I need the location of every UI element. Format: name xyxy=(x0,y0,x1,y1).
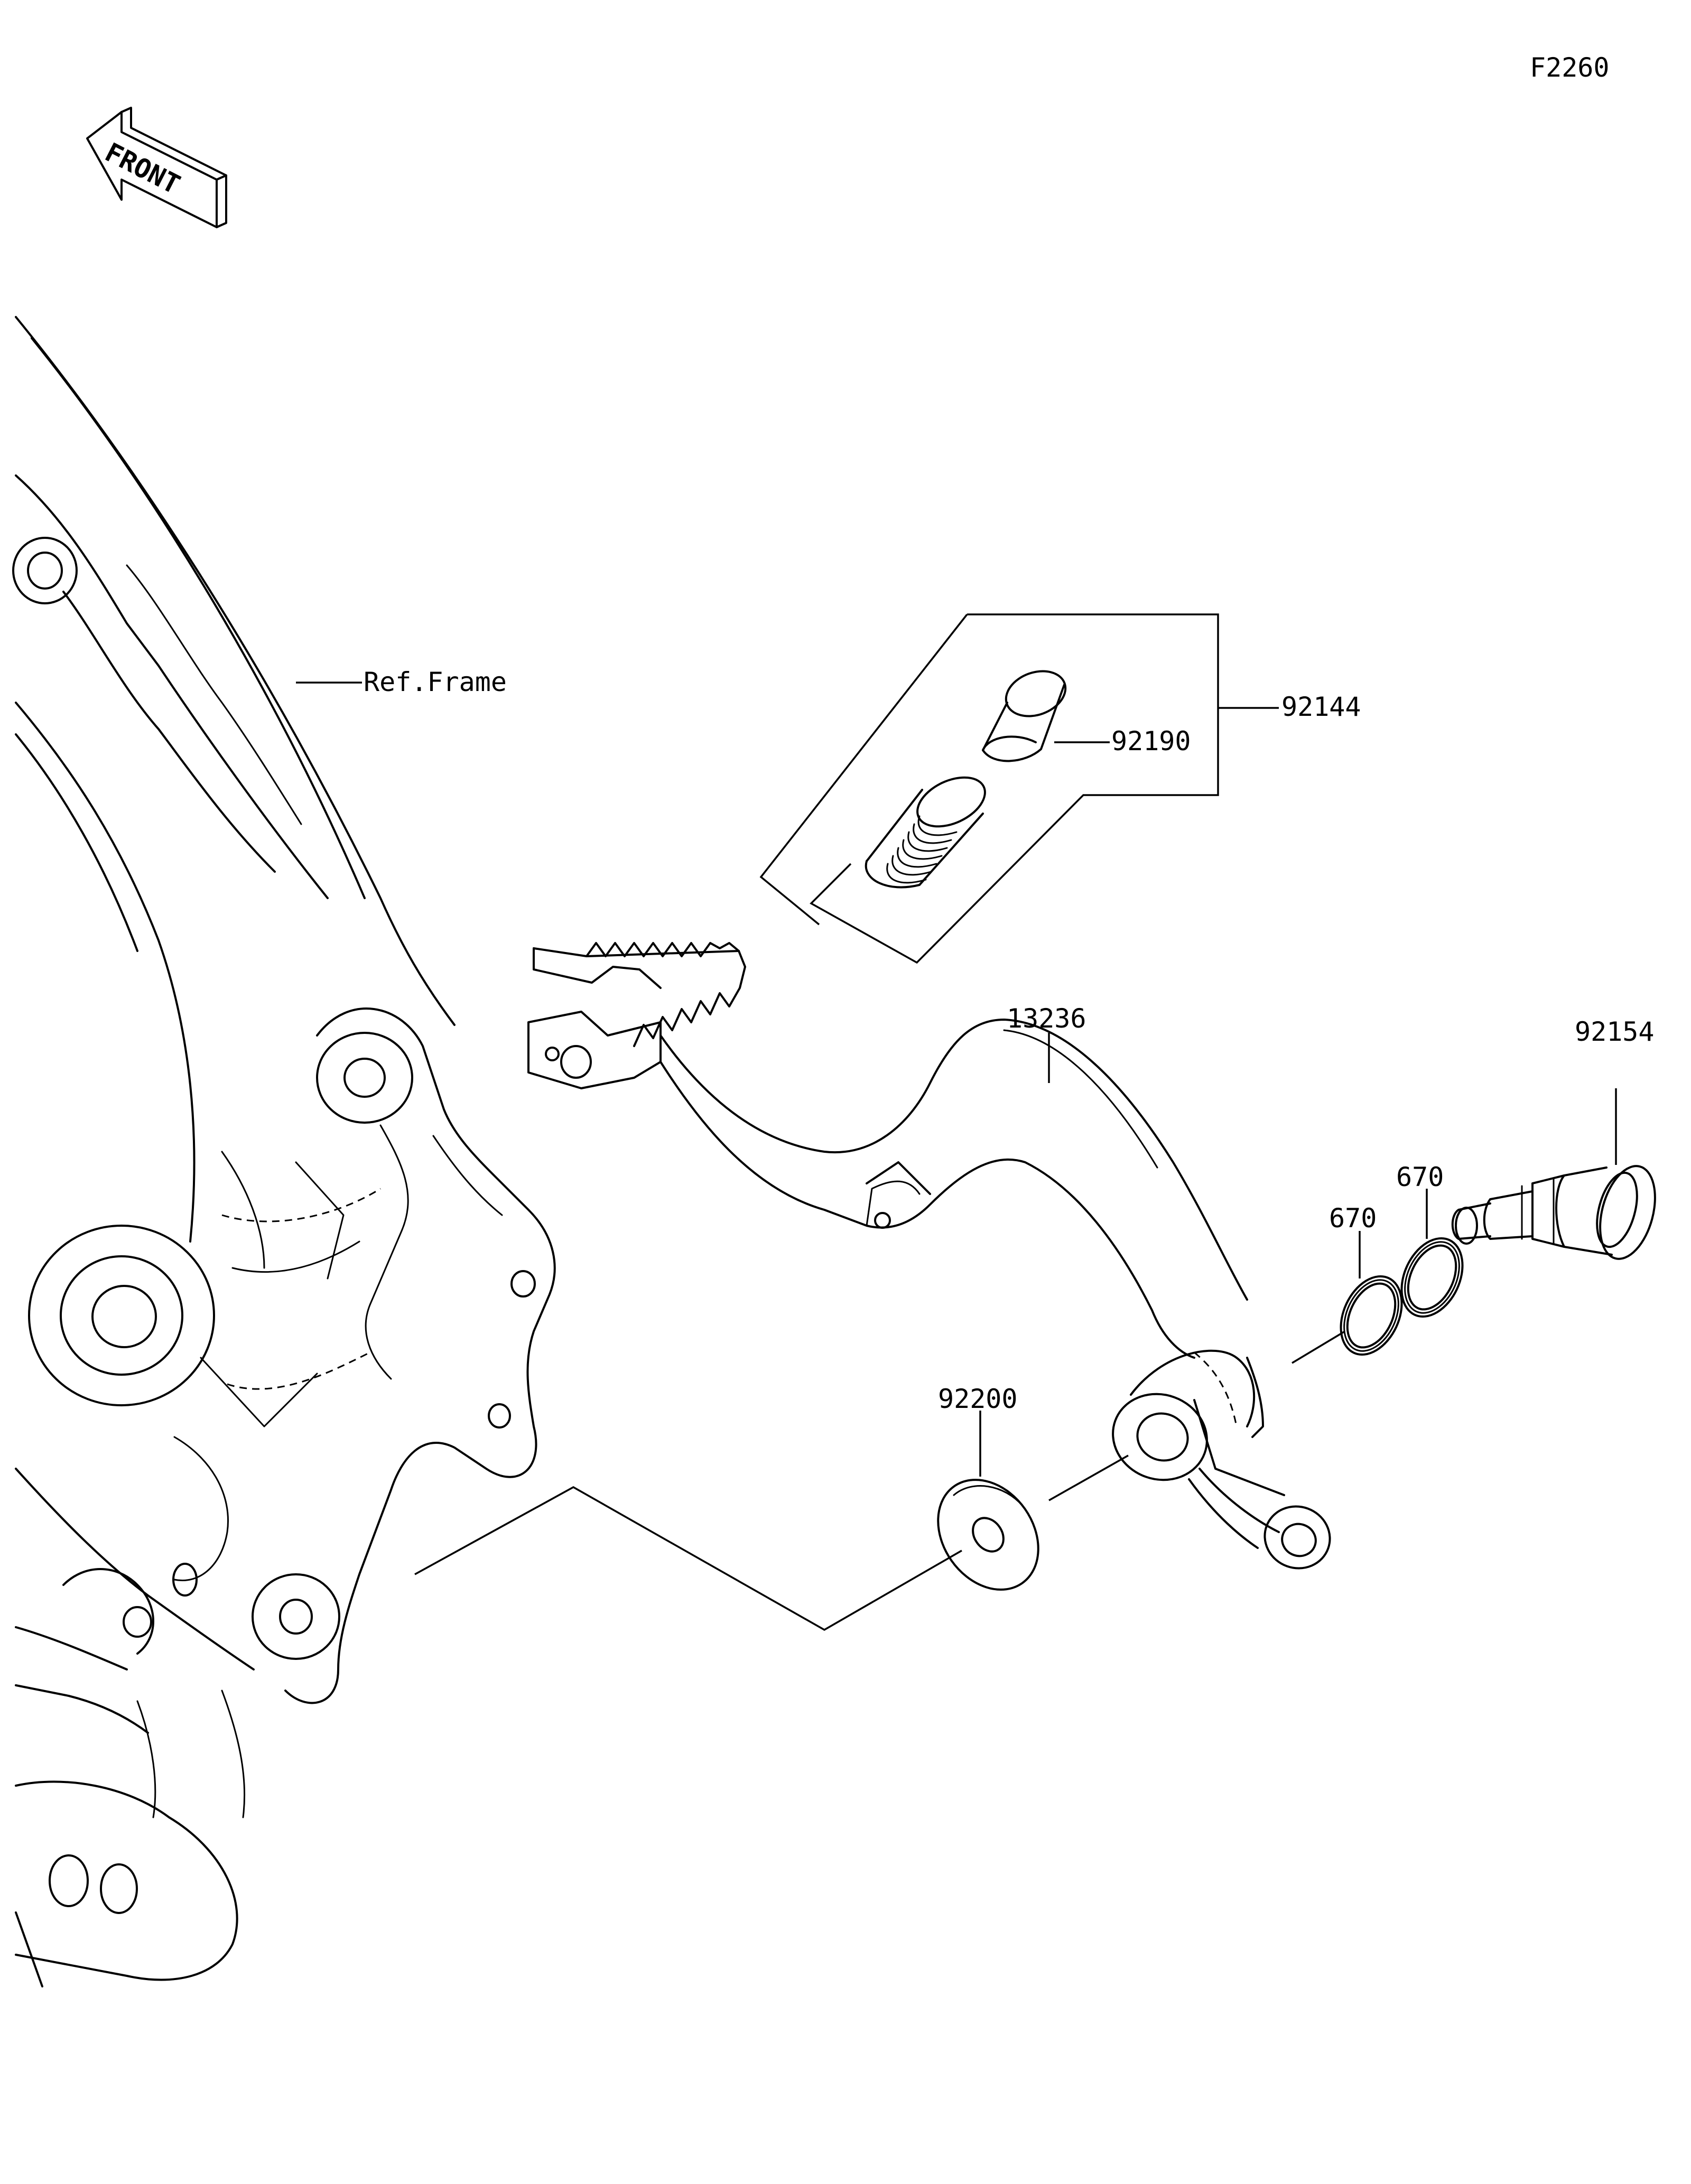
oring-a-label: 670 xyxy=(1329,1203,1377,1234)
front-arrow-icon: FRONT xyxy=(86,107,227,228)
oring-b-part xyxy=(1400,1237,1464,1318)
brake-pedal-part xyxy=(527,942,1331,1570)
pivot-bolt-part xyxy=(1451,1165,1656,1260)
brake-pedal-label: 13236 xyxy=(1007,1003,1086,1034)
bushing-part xyxy=(982,670,1067,762)
frame-reference xyxy=(12,316,556,1987)
washer-part xyxy=(937,1479,1039,1591)
ref-frame-label: Ref.Frame xyxy=(364,667,507,697)
pivot-bolt-label: 92154 xyxy=(1575,1016,1655,1047)
assembly-lines xyxy=(414,1330,1345,1631)
diagram-code: F2260 xyxy=(1530,52,1610,83)
spring-set-bracket xyxy=(759,613,1219,964)
washer-label: 92200 xyxy=(938,1384,1018,1414)
spring-part xyxy=(865,776,986,889)
spring-set-label: 92144 xyxy=(1281,692,1361,722)
oring-a-part xyxy=(1340,1275,1403,1356)
oring-b-label: 670 xyxy=(1396,1162,1444,1192)
bushing-label: 92190 xyxy=(1111,726,1191,757)
